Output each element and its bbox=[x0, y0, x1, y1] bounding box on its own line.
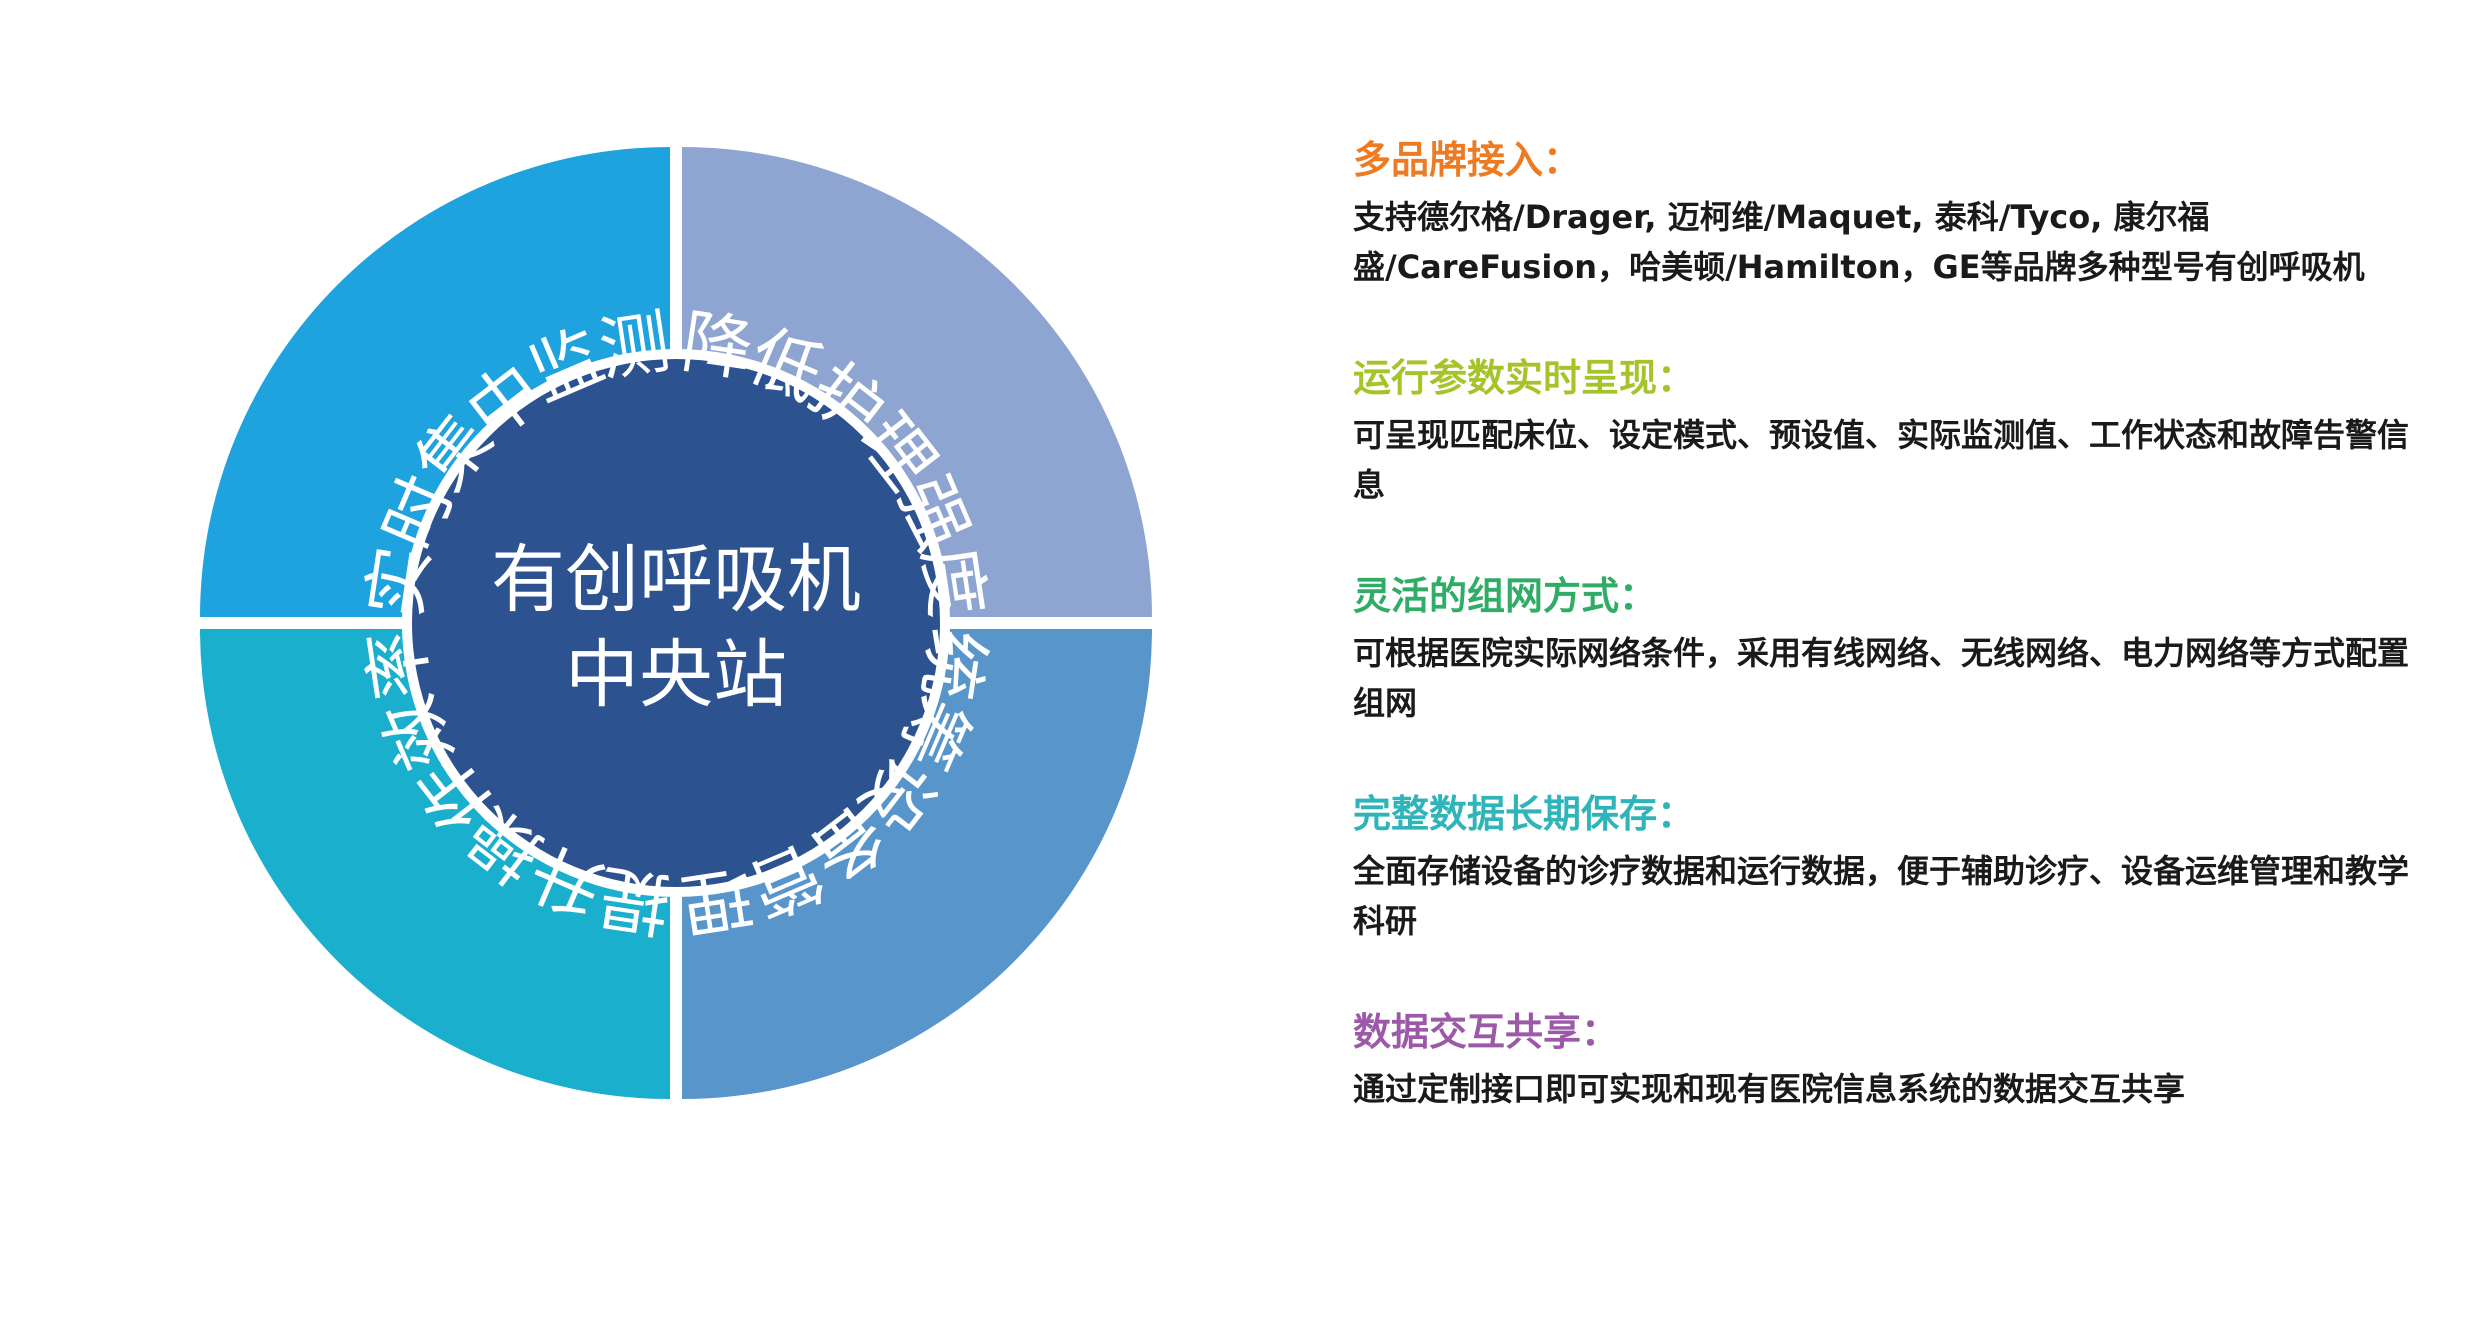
feature-description: 支持德尔格/Drager, 迈柯维/Maquet, 泰科/Tyco, 康尔福盛/… bbox=[1353, 198, 2365, 286]
hub-circle bbox=[412, 359, 940, 887]
feature-title: 完整数据长期保存： bbox=[1353, 792, 1696, 836]
feature-description: 可呈现匹配床位、设定模式、预设值、实际监测值、工作状态和故障告警信息 bbox=[1353, 416, 2410, 504]
feature-item: 运行参数实时呈现： 可呈现匹配床位、设定模式、预设值、实际监测值、工作状态和故障… bbox=[1353, 350, 2413, 510]
feature-title: 灵活的组网方式： bbox=[1353, 574, 1658, 618]
feature-item: 完整数据长期保存： 全面存储设备的诊疗数据和运行数据，便于辅助诊疗、设备运维管理… bbox=[1353, 786, 2413, 946]
quadrant-realtime-monitoring bbox=[200, 147, 670, 617]
feature-title: 数据交互共享： bbox=[1353, 1010, 1620, 1054]
ring-diagram: 实时集中监测 降低护理强度 统筹设备管理 提升操作效率 有创呼吸机 中央站 bbox=[200, 147, 1152, 1099]
feature-item: 灵活的组网方式： 可根据医院实际网络条件，采用有线网络、无线网络、电力网络等方式… bbox=[1353, 568, 2413, 728]
hub-title-line1: 有创呼吸机 bbox=[491, 537, 861, 623]
feature-item: 数据交互共享： 通过定制接口即可实现和现有医院信息系统的数据交互共享 bbox=[1353, 1004, 2413, 1114]
quadrant-reduce-nursing bbox=[682, 147, 1152, 617]
hub-title-line2: 中央站 bbox=[565, 632, 787, 718]
feature-description: 全面存储设备的诊疗数据和运行数据，便于辅助诊疗、设备运维管理和教学科研 bbox=[1353, 852, 2410, 940]
feature-description: 通过定制接口即可实现和现有医院信息系统的数据交互共享 bbox=[1353, 1070, 2186, 1108]
feature-title: 多品牌接入： bbox=[1353, 138, 1582, 182]
feature-list: 多品牌接入： 支持德尔格/Drager, 迈柯维/Maquet, 泰科/Tyco… bbox=[1353, 132, 2413, 1172]
quadrant-operation-efficiency bbox=[200, 629, 670, 1099]
quadrant-device-management bbox=[682, 629, 1152, 1099]
feature-description: 可根据医院实际网络条件，采用有线网络、无线网络、电力网络等方式配置组网 bbox=[1353, 634, 2410, 722]
feature-title: 运行参数实时呈现： bbox=[1353, 356, 1696, 400]
feature-item: 多品牌接入： 支持德尔格/Drager, 迈柯维/Maquet, 泰科/Tyco… bbox=[1353, 132, 2413, 292]
